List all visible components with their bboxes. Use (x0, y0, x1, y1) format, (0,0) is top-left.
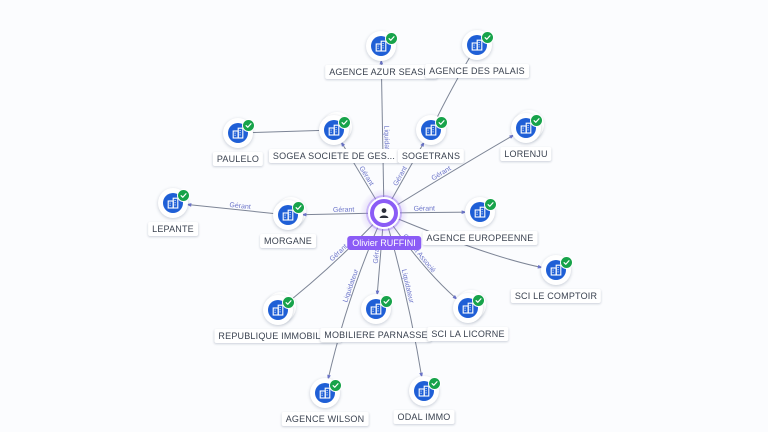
edge-label-agence-azur-seasid: Liquidateur (382, 125, 390, 160)
company-node-label: SOGEA SOCIETE DE GES... (268, 149, 400, 163)
person-name-label: Olivier RUFFINI (347, 236, 421, 250)
edge-odal-immo (383, 212, 425, 392)
verified-check-icon (282, 296, 295, 309)
verified-check-icon (177, 189, 190, 202)
verified-check-icon (329, 379, 342, 392)
verified-check-icon (338, 116, 351, 129)
company-node-label: MORGANE (260, 234, 316, 248)
edge-lepante (172, 202, 289, 216)
company-node-label: LEPANTE (148, 222, 198, 236)
edge-paulelo (237, 129, 335, 134)
edge-label-odal-immo: Liquidateur (400, 269, 415, 305)
company-node-label: AGENCE DES PALAIS (425, 64, 529, 78)
company-node-label: SCI LE COMPTOIR (510, 289, 602, 303)
verified-check-icon (428, 377, 441, 390)
verified-check-icon (472, 294, 485, 307)
company-node-label: AGENCE AZUR SEASID (325, 65, 437, 79)
company-node-label: PAULELO (212, 152, 264, 166)
verified-check-icon (530, 114, 543, 127)
verified-check-icon (484, 198, 497, 211)
verified-check-icon (380, 295, 393, 308)
verified-check-icon (385, 32, 398, 45)
edge-label-morgane: Gérant (333, 207, 355, 214)
edge-label-immobiliere-parnasse: Gérant (373, 242, 382, 264)
edge-label-lepante: Gérant (229, 202, 251, 211)
edge-label-agence-wilson: Liquidateur (342, 268, 360, 304)
edge-arrow-agence-azur-seasid (379, 58, 384, 65)
company-node-label: SOGETRANS (397, 149, 465, 163)
verified-check-icon (481, 31, 494, 44)
verified-check-icon (560, 256, 573, 269)
edge-arrow-lepante (185, 203, 192, 207)
edge-agence-wilson (324, 212, 385, 394)
edge-arrow-morgane (300, 212, 307, 217)
edge-label-agence-europeenne: Gérant (414, 205, 436, 212)
verified-check-icon (242, 119, 255, 132)
edge-arrow-immobiliere-parnasse (375, 290, 380, 297)
company-node-label: AGENCE EUROPEENNE (422, 231, 538, 245)
person-icon (374, 203, 394, 223)
company-node-label: SCI LA LICORNE (427, 327, 509, 341)
edge-label-republique-immobiliere: Gérant (329, 243, 349, 263)
company-node-label: LORENJU (500, 147, 552, 161)
company-node-label: REPUBLIQUE IMMOBILIE... (214, 329, 342, 343)
company-node-label: MOBILIERE PARNASSE (320, 328, 432, 342)
verified-check-icon (292, 201, 305, 214)
company-node-label: AGENCE WILSON (281, 412, 369, 426)
company-node-label: ODAL IMMO (393, 410, 455, 424)
edge-arrow-agence-europeenne (461, 210, 468, 214)
verified-check-icon (435, 116, 448, 129)
